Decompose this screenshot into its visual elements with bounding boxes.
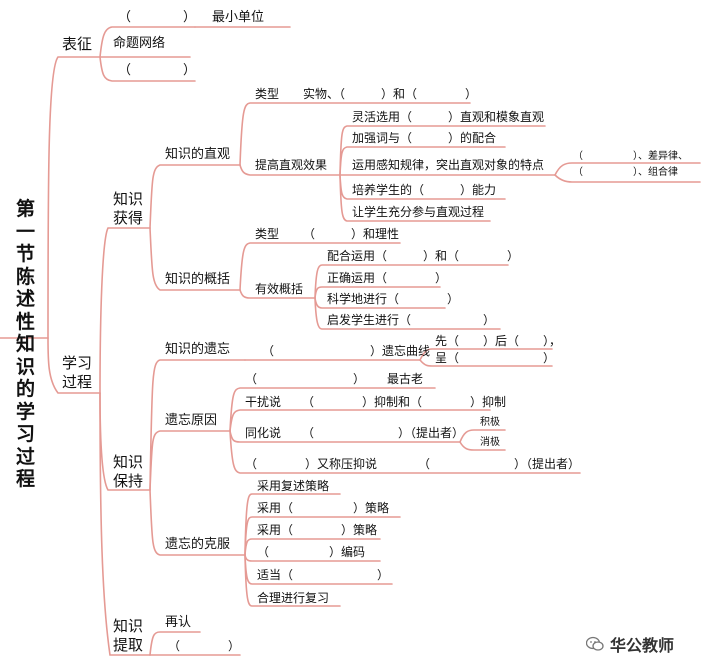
improve-item-3: 运用感知规律，突出直观对象的特点 [352, 158, 545, 172]
generalization-label: 知识的概括 [165, 272, 231, 287]
acquisition-label: 知识 获得 [113, 190, 144, 227]
positive-label: 积极 [480, 417, 500, 428]
overcoming-item-2: 采用（ ）策略 [257, 501, 390, 515]
representation-item-blank-2: （ ） [118, 63, 197, 78]
retrieval-label: 知识 提取 [113, 617, 144, 654]
improve-item-4: 培养学生的（ ）能力 [352, 183, 497, 197]
generalization-type-text: （ ）和理性 [303, 227, 400, 241]
overcoming-item-6: 合理进行复习 [257, 591, 330, 605]
effective-generalization-label: 有效概括 [255, 282, 304, 296]
intuition-label: 知识的直观 [165, 147, 231, 162]
chat-bubble-icon [586, 636, 604, 651]
effective-item-4: 启发学生进行（ ） [327, 313, 496, 327]
features-line-2: （ ）、组合律 [573, 167, 678, 178]
features-line-1: （ ）、差异律、 [573, 151, 688, 162]
intuition-type-text: 实物、（ ）和（ ） [303, 87, 478, 101]
learning-process-label: 学习 过程 [62, 354, 93, 391]
forgetting-causes-label: 遗忘原因 [165, 413, 218, 428]
overcoming-item-4: （ ）编码 [257, 545, 366, 559]
interference-theory-label: 干扰说 [245, 395, 282, 409]
overcoming-item-5: 适当（ ） [257, 568, 390, 582]
assimilation-theory-text: （ ）（提出者） [302, 426, 465, 440]
effective-item-2: 正确运用（ ） [327, 271, 448, 285]
improve-item-5: 让学生充分参与直观过程 [352, 205, 485, 219]
intuition-type-label: 类型 [255, 87, 280, 101]
forgetting-pattern-line-1: 先（ ）后（ ）， [435, 334, 562, 348]
repression-theory-proposer: （ ）（提出者） [418, 457, 581, 471]
section-title: 第一节陈述性知识的学习过程 [16, 198, 36, 490]
retention-label: 知识 保持 [113, 453, 144, 490]
representation-label: 表征 [62, 35, 93, 53]
retrieval-blank: （ ） [168, 639, 241, 653]
watermark: 华公教师 [586, 632, 674, 656]
repression-theory-text: （ ）又称压抑说 [245, 457, 378, 471]
improve-item-2: 加强词与（ ）的配合 [352, 131, 497, 145]
recognition-label: 再认 [165, 615, 192, 630]
overcoming-item-1: 采用复述策略 [257, 479, 330, 493]
interference-theory-text: （ ）抑制和（ ）抑制 [302, 395, 507, 409]
generalization-type-label: 类型 [255, 227, 280, 241]
forgetting-pattern-line-2: 呈（ ） [435, 351, 556, 365]
representation-item-blank-1: （ ） [118, 10, 197, 25]
improve-item-1: 灵活选用（ ）直观和模象直观 [352, 110, 545, 124]
overcoming-forgetting-label: 遗忘的克服 [165, 537, 231, 552]
oldest-theory-label: 最古老 [387, 372, 424, 386]
improve-intuition-label: 提高直观效果 [255, 158, 328, 172]
forgetting-curve-text: （ ）遗忘曲线 [262, 344, 431, 358]
overcoming-item-3: 采用（ ）策略 [257, 523, 378, 537]
proposition-network-label: 命题网络 [113, 36, 166, 51]
assimilation-theory-label: 同化说 [245, 426, 282, 440]
smallest-unit-label: 最小单位 [212, 10, 265, 25]
oldest-theory-blank: （ ） [245, 372, 366, 386]
watermark-text: 华公教师 [610, 636, 675, 655]
effective-item-3: 科学地进行（ ） [327, 292, 460, 306]
effective-item-1: 配合运用（ ）和（ ） [327, 249, 520, 263]
negative-label: 消极 [480, 437, 500, 448]
forgetting-label: 知识的遗忘 [165, 342, 231, 357]
